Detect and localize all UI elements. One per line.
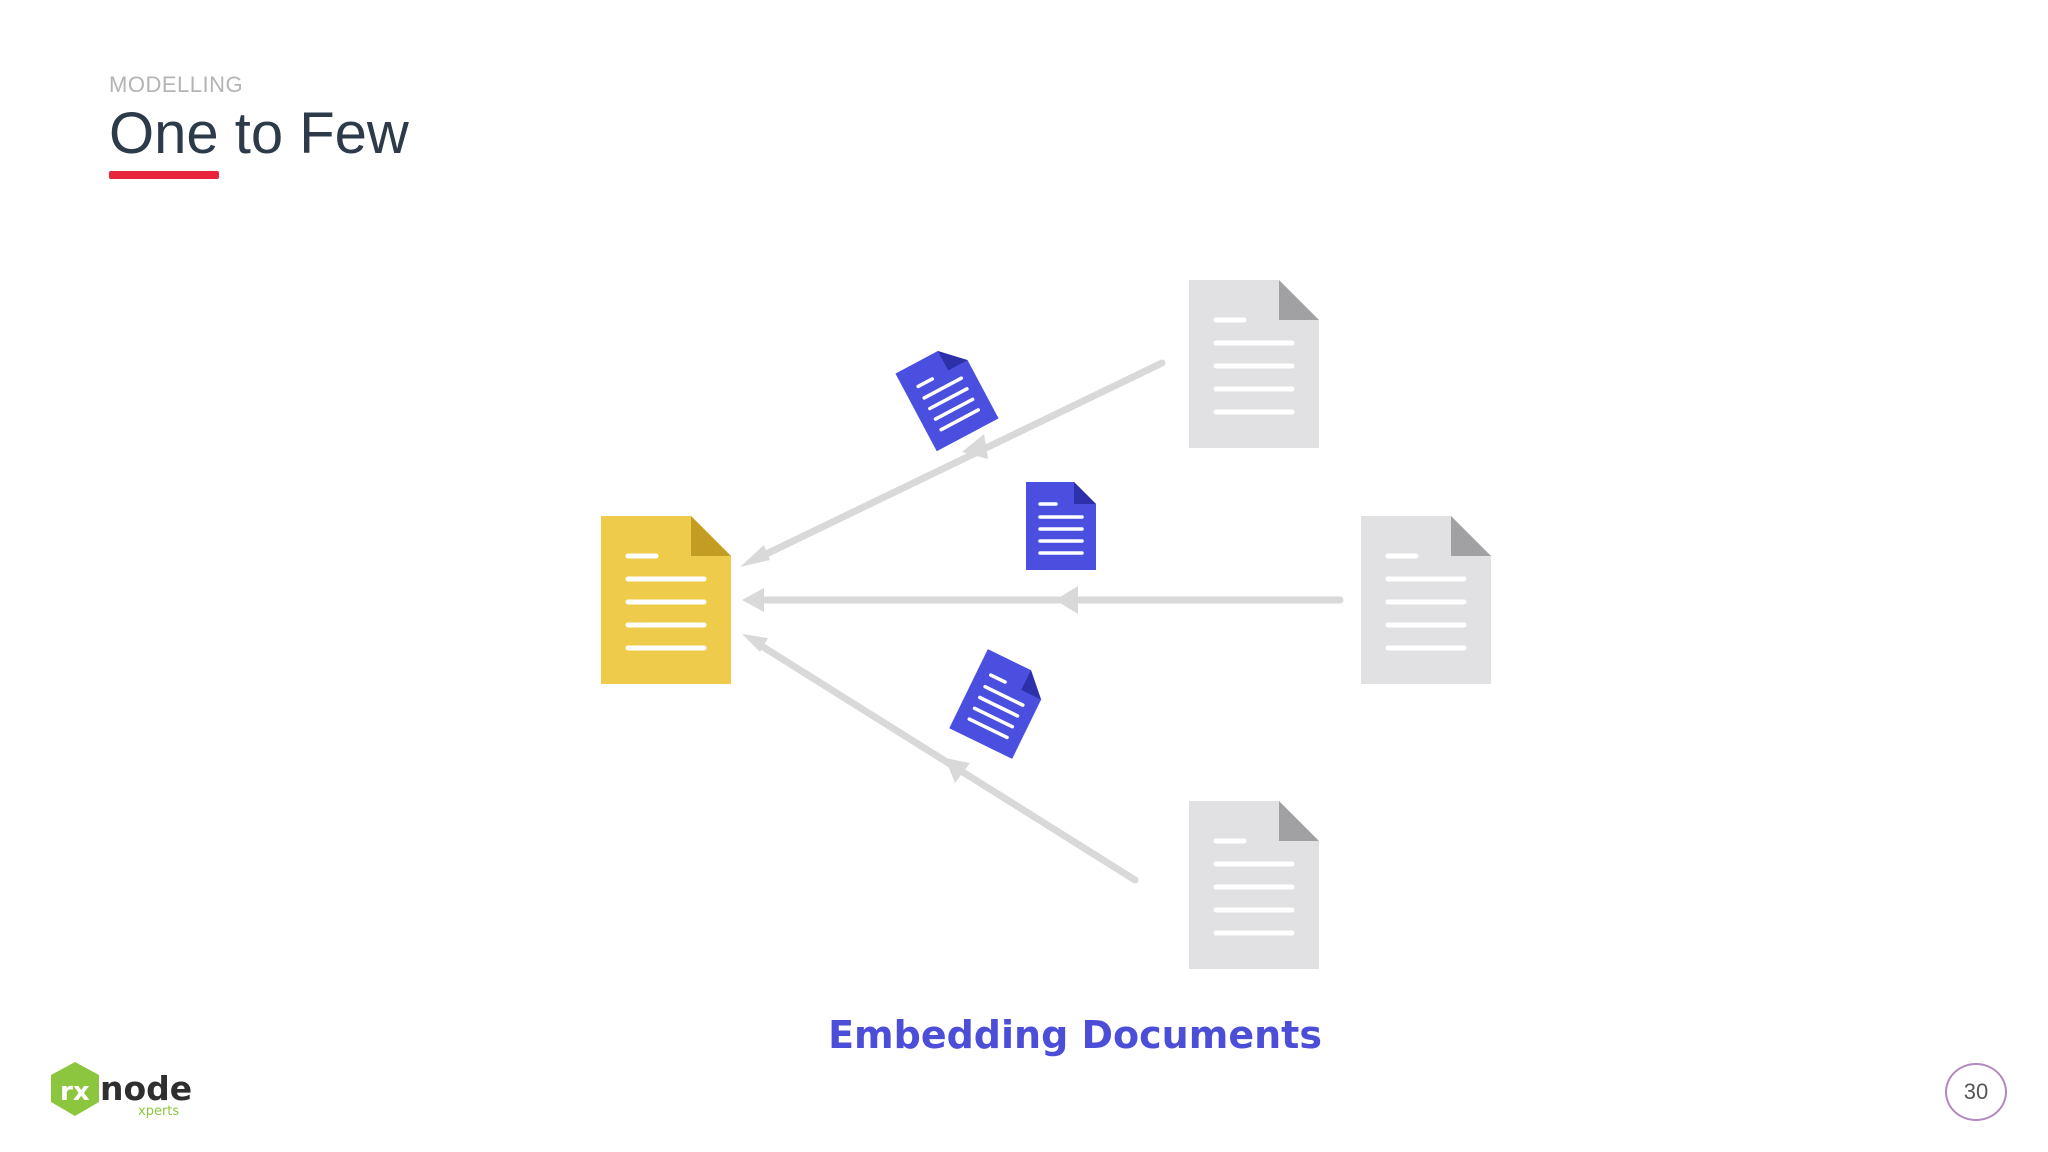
embedded-document-icon — [895, 351, 999, 452]
arrow-middle — [742, 586, 1344, 614]
embedded-document-icon — [1026, 482, 1096, 570]
child-document-icon — [1361, 516, 1491, 684]
parent-document-icon — [601, 516, 731, 684]
diagram-caption: Embedding Documents — [828, 1013, 1322, 1057]
slide-title: One to Few — [109, 101, 409, 166]
section-label: MODELLING — [109, 72, 244, 97]
arrow-bottom — [742, 634, 1139, 884]
logo-tagline: xperts — [138, 1104, 179, 1119]
logo-wordmark: node — [100, 1069, 192, 1108]
arrow-top — [740, 359, 1166, 567]
rxnode-xperts-logo: rx node xperts — [51, 1062, 192, 1119]
child-document-icon — [1189, 801, 1319, 969]
child-document-icon — [1189, 280, 1319, 448]
svg-text:rx: rx — [60, 1077, 90, 1107]
title-underline — [109, 171, 219, 179]
page-number-badge: 30 — [1945, 1063, 2007, 1121]
embedded-document-icon — [949, 649, 1042, 759]
